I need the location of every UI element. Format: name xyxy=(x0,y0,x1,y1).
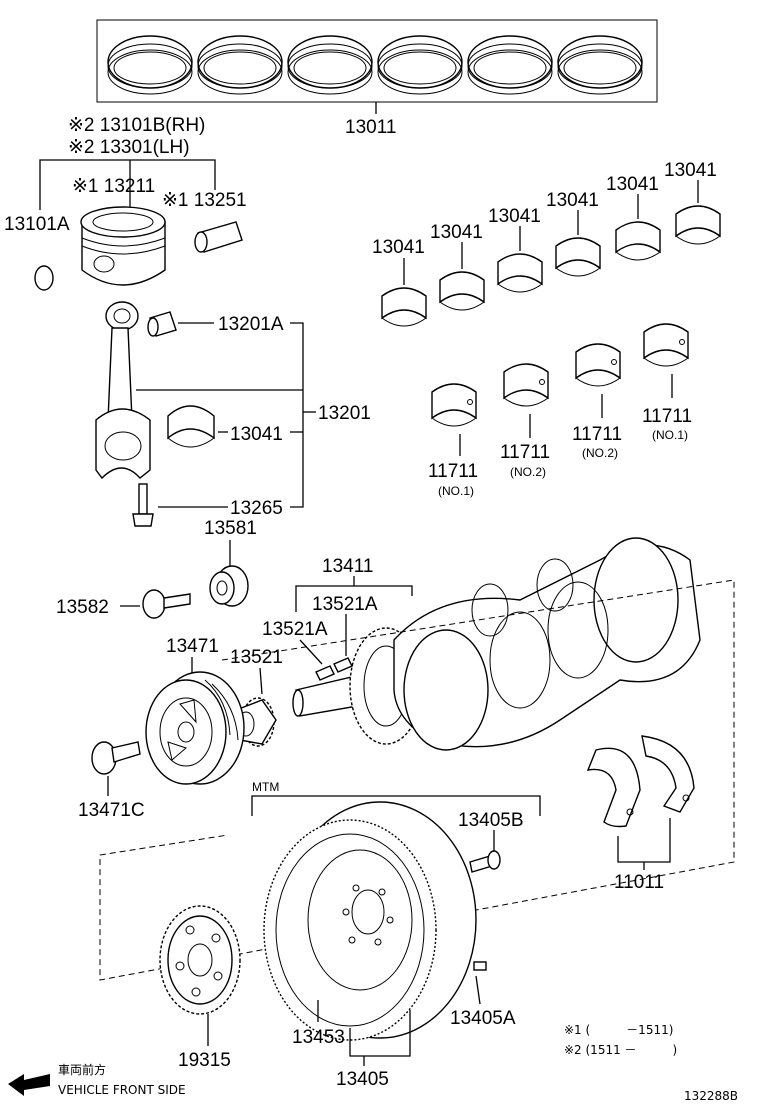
label-dowel-pin: 13405A xyxy=(450,1008,516,1029)
label-crank-bearing-3: 13041 xyxy=(488,206,541,227)
label-mtm: MTM xyxy=(252,780,279,794)
label-key-a1: 13521A xyxy=(312,594,378,615)
label-crankshaft: 13411 xyxy=(322,556,373,577)
label-piston-pin: ※1 13251 xyxy=(162,190,247,211)
flywheel-part xyxy=(263,801,477,1041)
label-ring-gear: 13453 xyxy=(292,1027,345,1048)
crank-pulley-part xyxy=(145,671,245,785)
label-piston-rh: ※2 13101B(RH) xyxy=(68,115,205,136)
label-piston-ring-set: 13011 xyxy=(345,117,396,138)
snap-ring-part xyxy=(34,265,54,291)
label-piston-lh: ※2 13301(LH) xyxy=(68,137,190,158)
dowel-pin-part xyxy=(473,961,487,971)
label-conrod-bearing: 13041 xyxy=(230,424,283,445)
label-pulley-bolt: 13582 xyxy=(56,597,109,618)
label-main-bearing-b: 11711 xyxy=(500,442,550,463)
label-conrod-bolt: 13265 xyxy=(230,498,283,519)
label-main-bearing-d-sub: (NO.1) xyxy=(652,428,688,442)
label-pulley-set-bolt: 13471C xyxy=(78,800,145,821)
label-conrod-bushing: 13201A xyxy=(218,314,284,335)
label-spacer: 13581 xyxy=(204,518,257,539)
pulley-bolt-part xyxy=(142,589,191,619)
label-piston: ※1 13211 xyxy=(72,176,155,197)
label-diagram-id: 132288B xyxy=(684,1089,738,1103)
label-conrod-assy: 13201 xyxy=(318,403,371,424)
spacer-part xyxy=(209,565,249,607)
timing-gear-part xyxy=(235,697,277,747)
label-crank-bearing-4: 13041 xyxy=(546,190,599,211)
label-crank-bearing-2: 13041 xyxy=(430,222,483,243)
label-main-bearing-b-sub: (NO.2) xyxy=(510,465,546,479)
label-pulley: 13471 xyxy=(166,636,219,657)
label-crank-bearing-1: 13041 xyxy=(372,237,425,258)
piston-rings xyxy=(107,35,643,95)
conrod-bushing-part xyxy=(147,311,177,337)
main-bearings-lower xyxy=(431,323,689,427)
label-timing-gear: 13521 xyxy=(230,647,283,668)
label-snap-ring: 13101A xyxy=(4,214,70,235)
label-main-bearing-d: 11711 xyxy=(642,406,692,427)
conrod-bearing-part xyxy=(167,405,215,448)
label-flywheel-bolt: 13405B xyxy=(458,810,524,831)
connecting-rod-part xyxy=(95,301,151,480)
label-main-bearing-c: 11711 xyxy=(572,424,622,445)
piston-part xyxy=(80,206,166,286)
crank-bearings-upper xyxy=(381,205,721,327)
thrust-washers-part xyxy=(586,735,695,828)
crankshaft-part xyxy=(292,537,701,751)
pulley-set-bolt-part xyxy=(91,741,141,775)
label-main-bearing-a-sub: (NO.1) xyxy=(438,484,474,498)
label-sensor-plate: 19315 xyxy=(178,1050,231,1071)
keys-part xyxy=(315,657,353,681)
label-flywheel: 13405 xyxy=(336,1069,389,1090)
sensor-plate-part xyxy=(159,905,241,1015)
label-front-en: VEHICLE FRONT SIDE xyxy=(58,1083,186,1097)
label-main-bearing-c-sub: (NO.2) xyxy=(582,446,618,460)
conrod-bolt-part xyxy=(132,483,154,527)
label-crank-bearing-6: 13041 xyxy=(664,160,717,181)
note-2: ※2 (1511 － ) xyxy=(564,1043,677,1057)
label-key-a2: 13521A xyxy=(262,619,328,640)
piston-ring-box xyxy=(96,19,658,103)
note-1: ※1 ( －1511) xyxy=(564,1023,673,1037)
label-main-bearing-a: 11711 xyxy=(428,461,478,482)
flywheel-bolt-part xyxy=(469,850,501,873)
label-crank-bearing-5: 13041 xyxy=(606,174,659,195)
label-front-jp: 車両前方 xyxy=(58,1062,106,1077)
front-arrow-icon xyxy=(8,1074,50,1096)
piston-pin-part xyxy=(194,221,243,253)
